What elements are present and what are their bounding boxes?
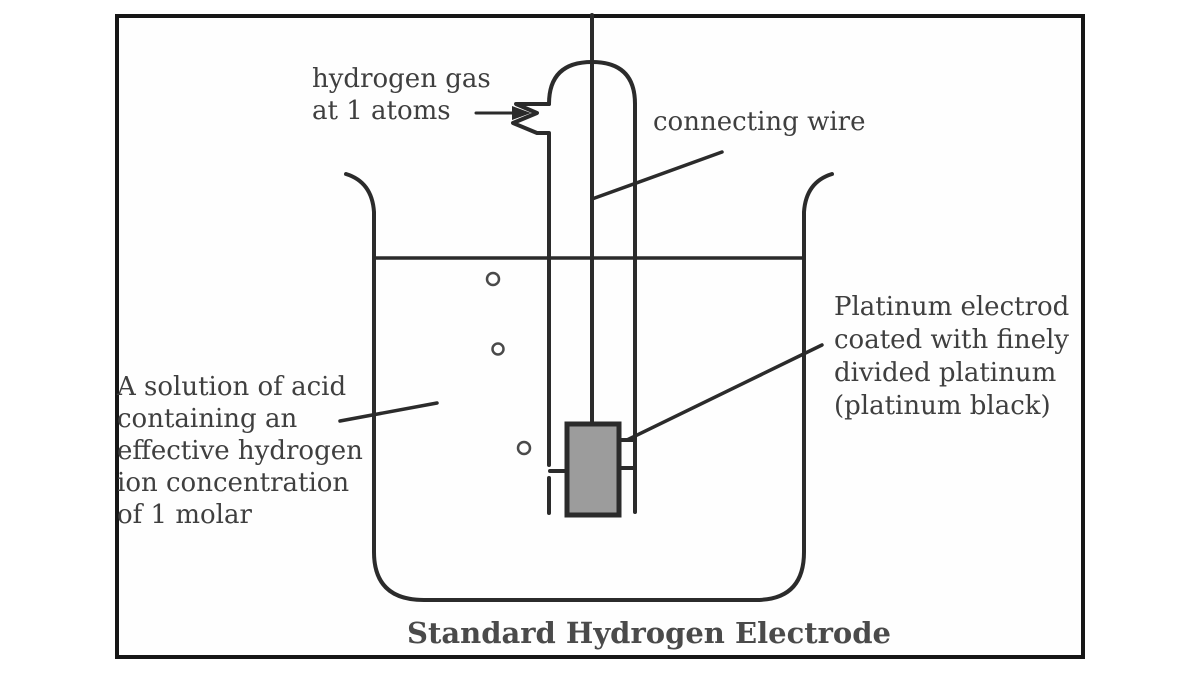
acid-solution-label: A solution of acid containing an effecti… xyxy=(117,371,363,531)
label-line: at 1 atoms xyxy=(312,96,451,126)
beaker-outline xyxy=(344,172,834,602)
gas-bubble xyxy=(485,271,501,287)
label-line: containing an xyxy=(117,404,298,434)
connecting-wire-label: connecting wire xyxy=(653,107,866,137)
gas-bubble xyxy=(491,342,505,356)
label-line: (platinum black) xyxy=(834,391,1051,421)
label-line: A solution of acid xyxy=(117,372,347,402)
connecting-wire-leader-line xyxy=(590,150,724,201)
acid-label-leader-line xyxy=(338,401,439,423)
label-line: of 1 molar xyxy=(117,500,252,530)
figure-border-frame xyxy=(115,14,1085,659)
gas-inlet-arrow-head xyxy=(512,106,531,120)
platinum-electrode-plate xyxy=(564,421,622,518)
label-line: effective hydrogen xyxy=(117,436,363,466)
hydrogen-gas-label: hydrogen gas at 1 atoms xyxy=(312,63,491,127)
hydrogen-tube-left-wall xyxy=(511,102,551,467)
label-line: Platinum electrod xyxy=(834,292,1070,322)
platinum-label-leader-line xyxy=(625,343,824,442)
label-line: ion concentration xyxy=(117,468,350,498)
label-line: coated with finely xyxy=(834,325,1069,355)
label-line: divided platinum xyxy=(834,358,1057,388)
figure-caption: Standard Hydrogen Electrode xyxy=(407,616,891,650)
gas-bubble xyxy=(516,440,532,456)
platinum-electrode-label: Platinum electrod coated with finely div… xyxy=(834,291,1069,423)
label-line: hydrogen gas xyxy=(312,64,491,94)
